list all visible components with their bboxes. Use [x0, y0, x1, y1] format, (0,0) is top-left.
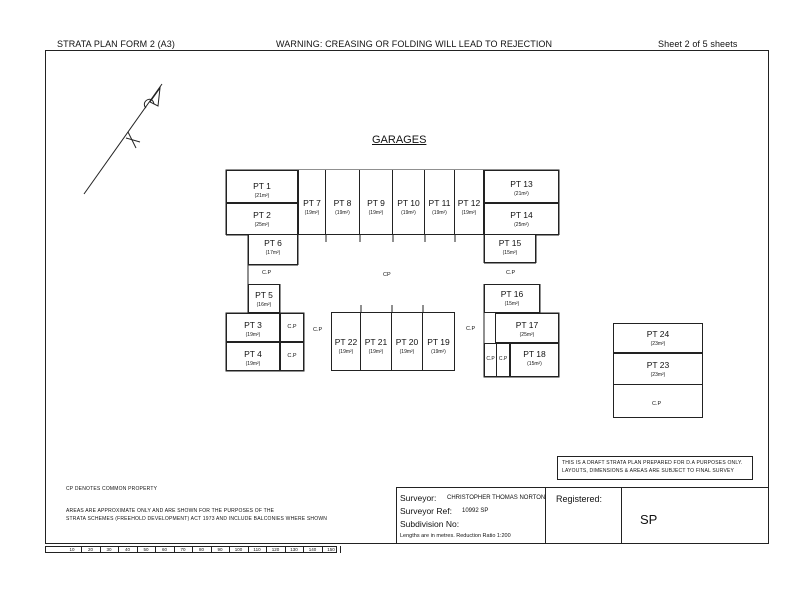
ruler-tick: 120 [267, 546, 286, 553]
title-block [396, 487, 769, 544]
lot-pt11: PT 11(19m²) [425, 170, 455, 235]
warning-text: WARNING: CREASING OR FOLDING WILL LEAD T… [276, 39, 553, 49]
lot-pt5: PT 5(16m²) [248, 284, 280, 313]
draft-note: THIS IS A DRAFT STRATA PLAN PREPARED FOR… [557, 456, 753, 480]
lot-pt2: PT 2(25m²) [226, 203, 298, 235]
ruler-tick: 110 [248, 546, 267, 553]
ruler-tick: 20 [82, 546, 101, 553]
scale-ruler [45, 546, 337, 553]
surveyor-ref: 10992 SP [462, 508, 489, 514]
lot-pt16: PT 16(15m²) [484, 284, 540, 313]
ruler-tick: 10 [63, 546, 82, 553]
lot-pt22: PT 22(19m²) [331, 312, 361, 371]
ruler-tick: 80 [193, 546, 212, 553]
surveyor-name: CHRISTOPHER THOMAS NORTON [447, 495, 546, 501]
lot-pt6: PT 6(17m²) [248, 235, 298, 265]
plan-title: GARAGES [372, 134, 427, 146]
ruler-tick: 40 [119, 546, 138, 553]
sheet-number: Sheet 2 of 5 sheets [658, 39, 738, 49]
cp-denotes-note: CP DENOTES COMMON PROPERTY [66, 486, 158, 492]
cp-label: C.P [652, 401, 662, 407]
cp-left-upper: C.P [280, 313, 304, 342]
cp-label: C.P [466, 326, 476, 332]
lot-pt24: PT 24(23m²) [613, 323, 703, 353]
cp-right-b: C.P [497, 343, 510, 377]
lot-pt12: PT 12(19m²) [455, 170, 484, 235]
sp-label: SP [640, 512, 658, 527]
surveyor-ref-label: Surveyor Ref: [400, 506, 452, 516]
cp-left-lower: C.P [280, 342, 304, 371]
ruler-tick: 30 [100, 546, 119, 553]
ruler-tick: 50 [137, 546, 156, 553]
lot-pt17: PT 17(25m²) [495, 313, 559, 343]
lengths-note: Lengths are in metres. Reduction Ratio 1… [400, 533, 511, 539]
subdivision-label: Subdivision No: [400, 519, 460, 529]
lot-pt20: PT 20(19m²) [392, 312, 423, 371]
ruler-tick: 130 [285, 546, 304, 553]
title-divider [621, 487, 622, 544]
ruler-tick: 150 [322, 546, 341, 553]
title-divider [545, 487, 546, 544]
lot-pt8: PT 8(19m²) [326, 170, 360, 235]
lot-pt21: PT 21(19m²) [361, 312, 392, 371]
ruler-tick: 60 [156, 546, 175, 553]
cp-right-a: C.P [484, 343, 497, 377]
cp-label: C.P [313, 327, 323, 333]
surveyor-label: Surveyor: [400, 493, 437, 503]
ruler-tick: 70 [174, 546, 193, 553]
lot-pt1: PT 1(21m²) [226, 170, 298, 203]
registered-label: Registered: [556, 494, 603, 504]
cp-label: CP [383, 272, 391, 278]
areas-note-1: AREAS ARE APPROXIMATE ONLY AND ARE SHOWN… [66, 508, 275, 514]
lot-pt23: PT 23(23m²) [613, 353, 703, 385]
lot-pt3: PT 3(19m²) [226, 313, 280, 342]
lot-pt14: PT 14(25m²) [484, 203, 559, 235]
lot-pt9: PT 9(19m²) [360, 170, 393, 235]
lot-pt10: PT 10(19m²) [393, 170, 425, 235]
ruler-tick: 140 [304, 546, 323, 553]
cp-label: C.P [506, 270, 516, 276]
cp-label: C.P [262, 270, 272, 276]
lot-pt7: PT 7(19m²) [298, 170, 326, 235]
lot-pt19: PT 19(19m²) [423, 312, 455, 371]
lot-pt18: PT 18(15m²) [510, 343, 559, 377]
ruler-tick: 100 [230, 546, 249, 553]
north-arrow-icon [83, 83, 163, 195]
form-title: STRATA PLAN FORM 2 (A3) [57, 39, 175, 49]
lot-pt15: PT 15(15m²) [484, 235, 536, 263]
lot-pt13: PT 13(21m²) [484, 170, 559, 203]
areas-note-2: STRATA SCHEMES (FREEHOLD DEVELOPMENT) AC… [66, 516, 328, 522]
ruler-tick: 90 [211, 546, 230, 553]
lot-pt4: PT 4(19m²) [226, 342, 280, 371]
